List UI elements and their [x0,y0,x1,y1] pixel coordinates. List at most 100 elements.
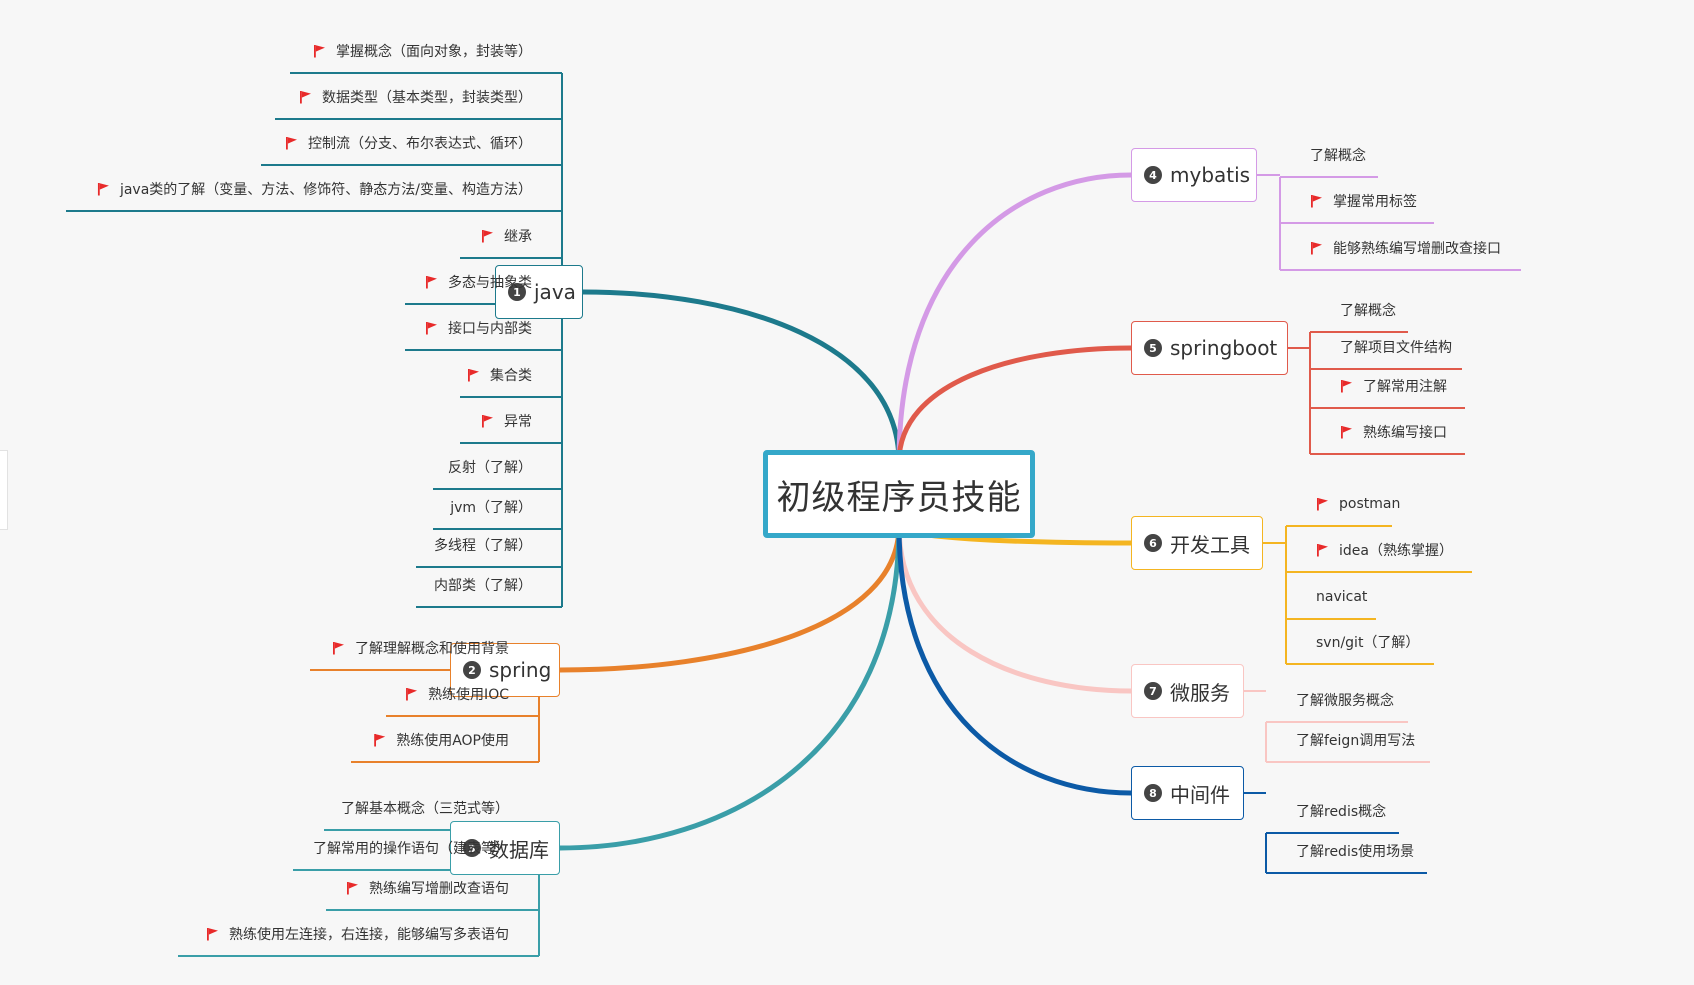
topic-label: 微服务 [1170,680,1230,705]
branch-mybatis [896,172,1134,465]
subtopic-devtools-2[interactable]: navicat [1316,587,1367,607]
red-flag-icon [346,881,359,895]
red-flag-icon [313,44,326,58]
subtopic-label: svn/git（了解） [1316,635,1420,651]
subtopic-springboot-3[interactable]: 熟练编写接口 [1340,422,1447,442]
subtopic-java-2[interactable]: 控制流（分支、布尔表达式、循环） [285,133,532,153]
subtopic-spring-2[interactable]: 熟练使用AOP使用 [373,730,509,750]
subtopic-label: 了解理解概念和使用背景 [355,641,509,657]
subtopic-java-6[interactable]: 接口与内部类 [425,318,532,338]
subtopic-database-3[interactable]: 熟练使用左连接，右连接，能够编写多表语句 [206,924,509,944]
subtopic-label: java类的了解（变量、方法、修饰符、静态方法/变量、构造方法） [119,182,532,198]
red-flag-icon [373,733,386,747]
subtopic-label: 熟练使用IOC [428,687,509,703]
subtopic-label: 了解微服务概念 [1296,693,1394,709]
central-topic[interactable]: 初级程序员技能 [763,450,1035,538]
subtopic-label: 能够熟练编写增删改查接口 [1333,241,1501,257]
subtopic-devtools-1[interactable]: idea（熟练掌握） [1316,540,1453,560]
subtopic-label: 了解基本概念（三范式等） [341,801,509,817]
topic-label: java [534,280,576,304]
topic-middleware[interactable]: 8 中间件 [1131,766,1244,820]
red-flag-icon [1316,497,1329,511]
subtopic-springboot-1[interactable]: 了解项目文件结构 [1340,337,1452,357]
subtopic-label: navicat [1316,589,1368,605]
topic-label: spring [489,658,552,682]
subtopic-label: 熟练使用左连接，右连接，能够编写多表语句 [229,927,509,943]
topic-label: 中间件 [1170,782,1230,807]
subtopic-label: 熟练编写增删改查语句 [369,881,509,897]
subtopic-mybatis-1[interactable]: 掌握常用标签 [1310,191,1417,211]
number-badge-icon: 2 [463,661,481,679]
subtopic-label: 了解项目文件结构 [1340,340,1452,356]
subtopic-label: 了解概念 [1340,303,1396,319]
subtopic-middleware-0[interactable]: 了解redis概念 [1296,801,1386,821]
red-flag-icon [206,927,219,941]
subtopic-label: 接口与内部类 [448,321,532,337]
subtopic-spring-0[interactable]: 了解理解概念和使用背景 [332,638,509,658]
red-flag-icon [467,368,480,382]
subtopic-java-11[interactable]: 多线程（了解） [434,535,532,555]
side-panel-handle[interactable] [0,450,8,530]
subtopic-java-12[interactable]: 内部类（了解） [434,575,532,595]
subtopic-label: 掌握概念（面向对象，封装等） [336,44,532,60]
subtopic-label: 数据类型（基本类型，封装类型） [322,90,532,106]
subtopic-java-1[interactable]: 数据类型（基本类型，封装类型） [299,87,532,107]
subtopic-microservice-1[interactable]: 了解feign调用写法 [1296,730,1415,750]
subtopic-java-0[interactable]: 掌握概念（面向对象，封装等） [313,41,532,61]
branch-spring [557,523,902,673]
number-badge-icon: 8 [1144,784,1162,802]
subtopic-database-0[interactable]: 了解基本概念（三范式等） [341,798,509,818]
branch-springboot [896,345,1134,465]
number-badge-icon: 7 [1144,682,1162,700]
subtopic-label: 反射（了解） [448,460,532,476]
subtopic-java-4[interactable]: 继承 [481,226,532,246]
subtopic-springboot-2[interactable]: 了解常用注解 [1340,376,1447,396]
subtopic-database-2[interactable]: 熟练编写增删改查语句 [346,878,509,898]
subtopic-database-1[interactable]: 了解常用的操作语句（建表等） [313,838,509,858]
subtopic-label: 异常 [504,414,532,430]
number-badge-icon: 6 [1144,534,1162,552]
subtopic-devtools-3[interactable]: svn/git（了解） [1316,632,1419,652]
subtopic-spring-1[interactable]: 熟练使用IOC [405,684,509,704]
subtopic-java-7[interactable]: 集合类 [467,365,532,385]
topic-java[interactable]: 1 java [495,265,583,319]
branch-java [580,289,902,465]
red-flag-icon [332,641,345,655]
topic-label: mybatis [1170,163,1251,187]
topic-microservice[interactable]: 7 微服务 [1131,664,1244,718]
red-flag-icon [285,136,298,150]
subtopic-java-10[interactable]: jvm（了解） [450,497,532,517]
subtopic-label: 内部类（了解） [434,578,532,594]
subtopic-springboot-0[interactable]: 了解概念 [1340,300,1396,320]
subtopic-label: 了解redis使用场景 [1296,844,1415,860]
red-flag-icon [1340,379,1353,393]
subtopic-middleware-1[interactable]: 了解redis使用场景 [1296,841,1414,861]
subtopic-mybatis-0[interactable]: 了解概念 [1310,145,1366,165]
subtopic-label: 了解feign调用写法 [1296,733,1416,749]
subtopic-label: 了解redis概念 [1296,804,1387,820]
subtopic-mybatis-2[interactable]: 能够熟练编写增删改查接口 [1310,238,1501,258]
red-flag-icon [481,229,494,243]
topic-label: 数据库 [489,837,549,862]
red-flag-icon [1340,425,1353,439]
subtopic-label: 熟练使用AOP使用 [396,733,509,749]
subtopic-microservice-0[interactable]: 了解微服务概念 [1296,690,1394,710]
subtopic-java-5[interactable]: 多态与抽象类 [425,272,532,292]
subtopic-label: 多线程（了解） [434,538,532,554]
number-badge-icon: 1 [508,283,526,301]
branch-microservice [896,523,1134,694]
subtopic-java-8[interactable]: 异常 [481,411,532,431]
topic-spring[interactable]: 2 spring [450,643,560,697]
subtopic-java-3[interactable]: java类的了解（变量、方法、修饰符、静态方法/变量、构造方法） [97,179,532,199]
topic-label: springboot [1170,336,1278,360]
subtopic-label: 了解常用注解 [1363,379,1447,395]
subtopic-devtools-0[interactable]: postman [1316,494,1400,514]
subtopic-java-9[interactable]: 反射（了解） [448,457,532,477]
subtopic-label: 集合类 [490,368,532,384]
red-flag-icon [299,90,312,104]
